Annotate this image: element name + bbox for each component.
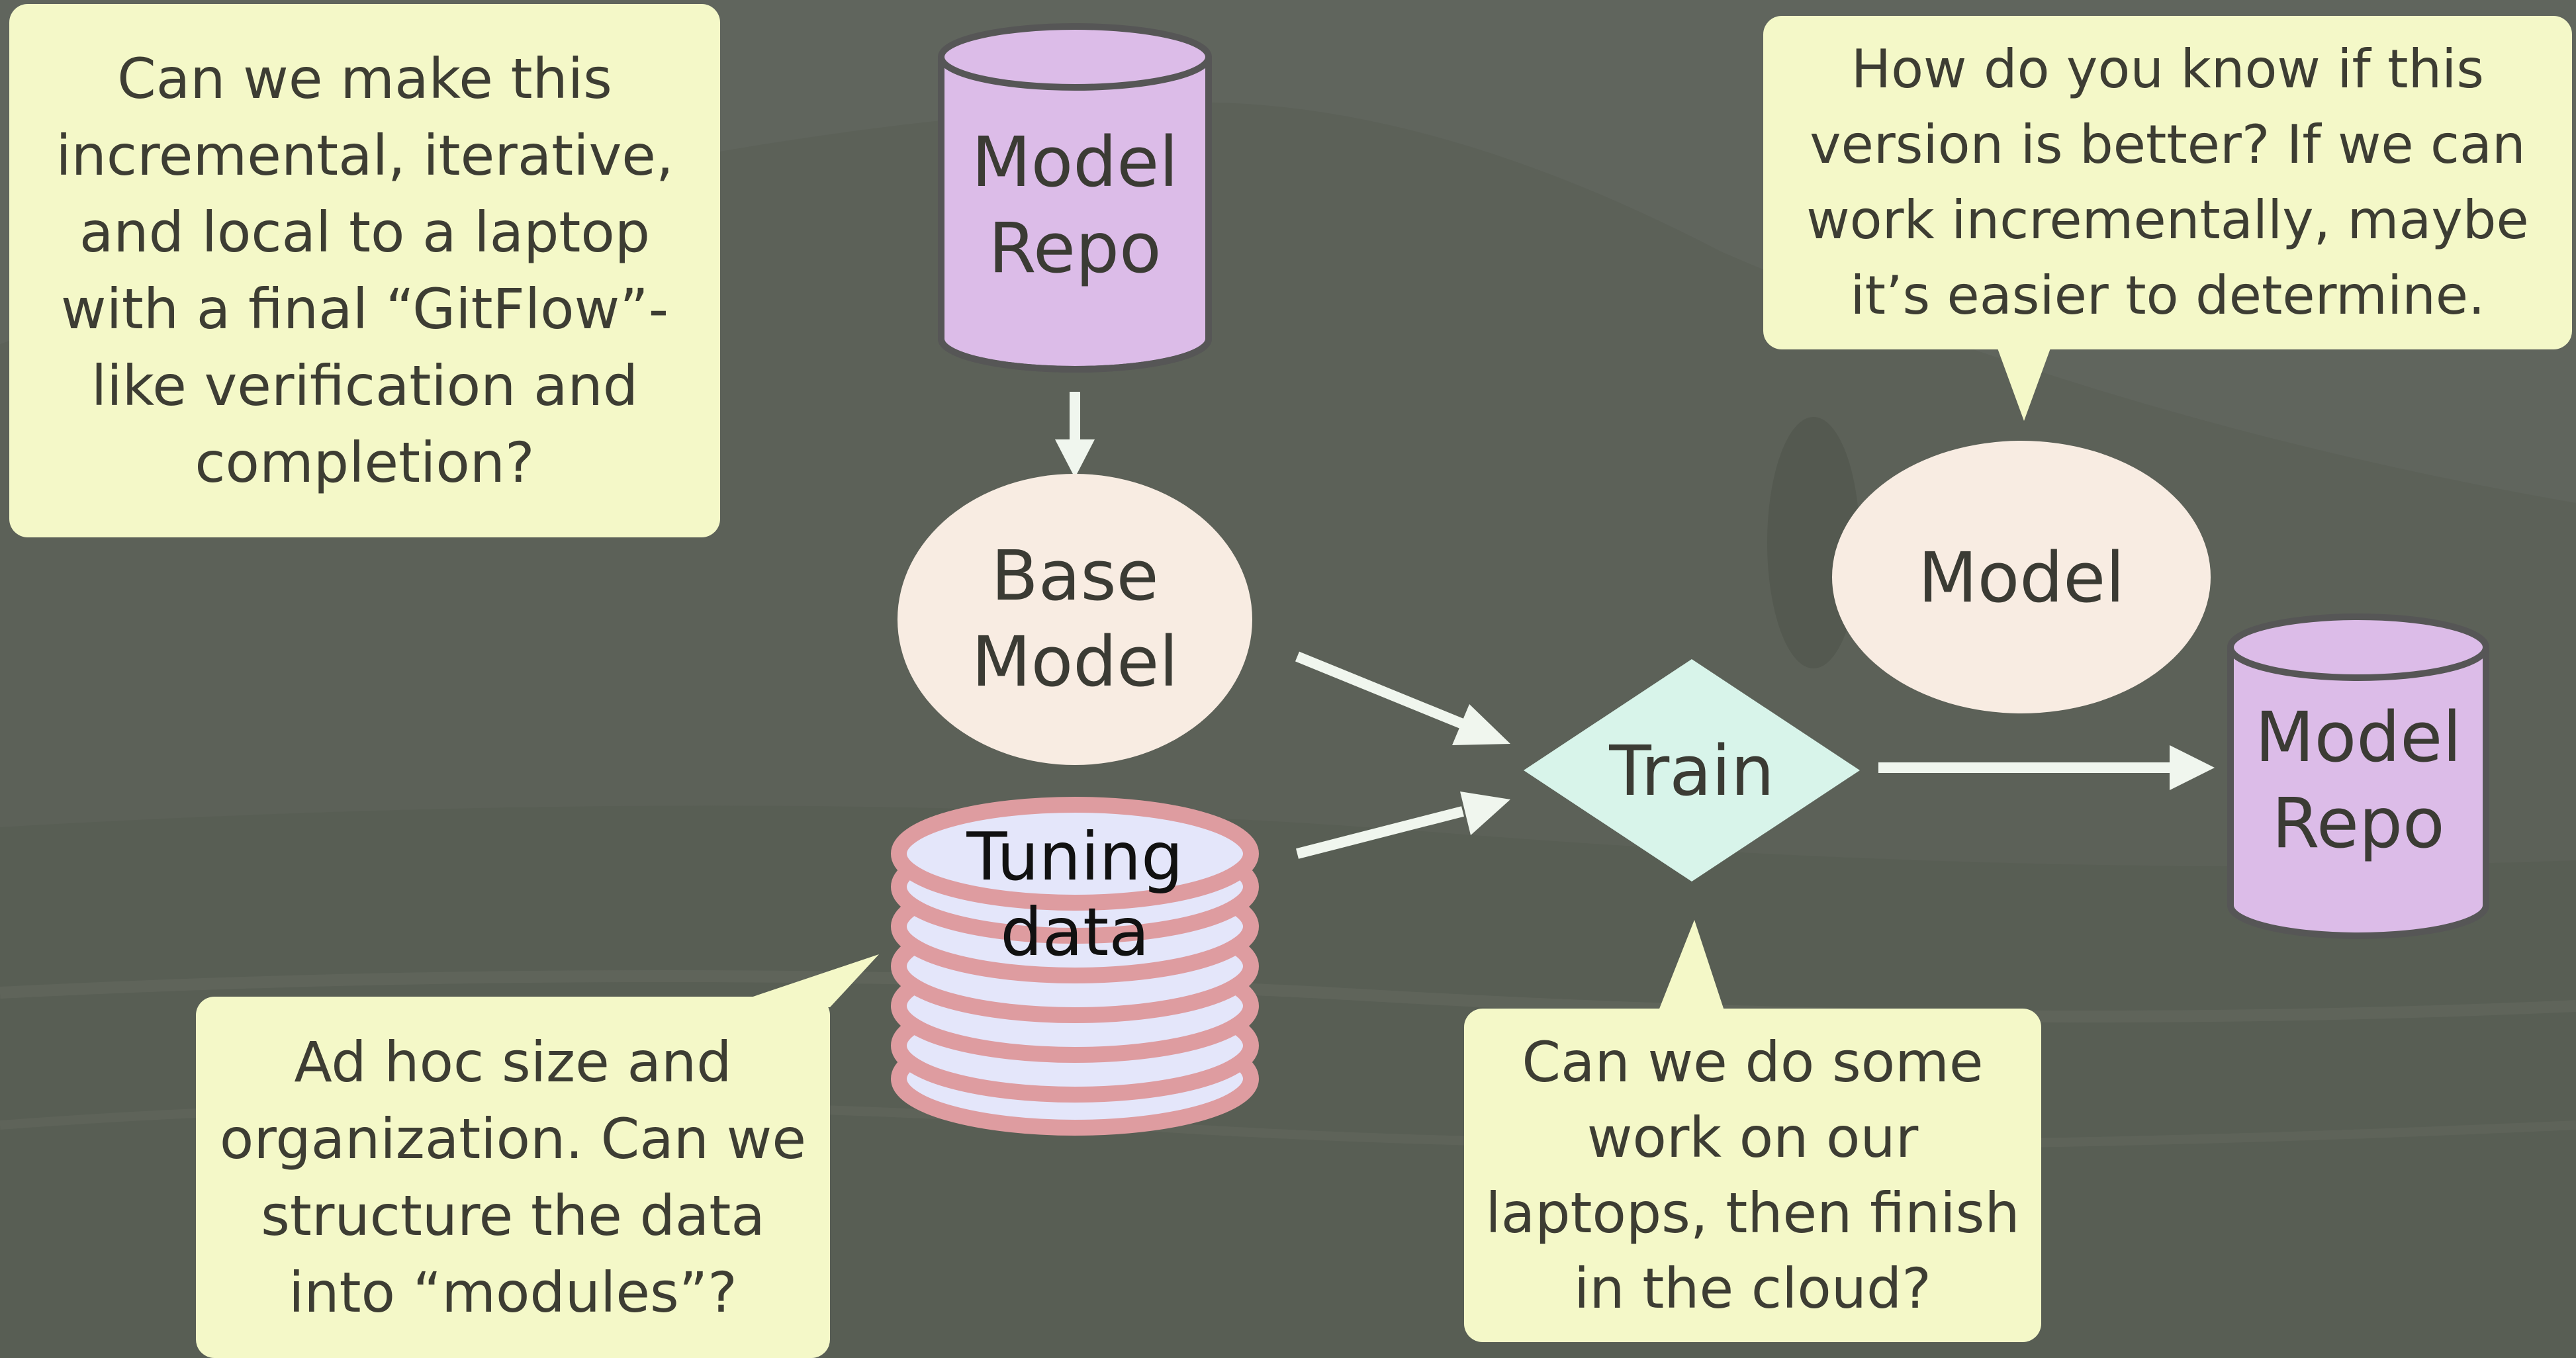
model-repo-target-cylinder [2227,613,2489,939]
callout-box-bottom-left [196,954,879,1358]
tuning-data-label: Tuning data [966,818,1183,971]
train-diamond [1524,659,1860,882]
arrowhead-repo-to-base-model [1055,439,1095,478]
callout-top-right-text: How do you know if this version is bette… [1806,38,2529,326]
callout-box-top-left [9,4,720,537]
base-model-label: Base Model [971,535,1179,702]
train-label: Train [1609,731,1774,811]
model-repo-target-label: Model Repo [2254,697,2462,864]
model-repo-source-cylinder [938,23,1212,373]
model-repo-source-label: Model Repo [971,122,1179,289]
arrow-tuning-data-to-train [1296,792,1510,859]
callout-top-left-text: Can we make this incremental, iterative,… [56,46,674,495]
callout-box-bottom-center [1464,920,2041,1342]
model-label: Model [1917,537,2125,618]
base-model-ellipse [897,474,1252,765]
callout-bottom-left-text: Ad hoc size and organization. Can we str… [219,1030,807,1325]
arrow-train-to-model-repo [1878,745,2215,790]
tuning-data-stack [891,797,1259,1136]
arrow-base-model-to-train [1295,651,1510,745]
callout-box-top-right [1763,16,2572,421]
callout-bottom-center-text: Can we do some work on our laptops, then… [1485,1030,2020,1321]
model-ellipse [1832,441,2211,713]
